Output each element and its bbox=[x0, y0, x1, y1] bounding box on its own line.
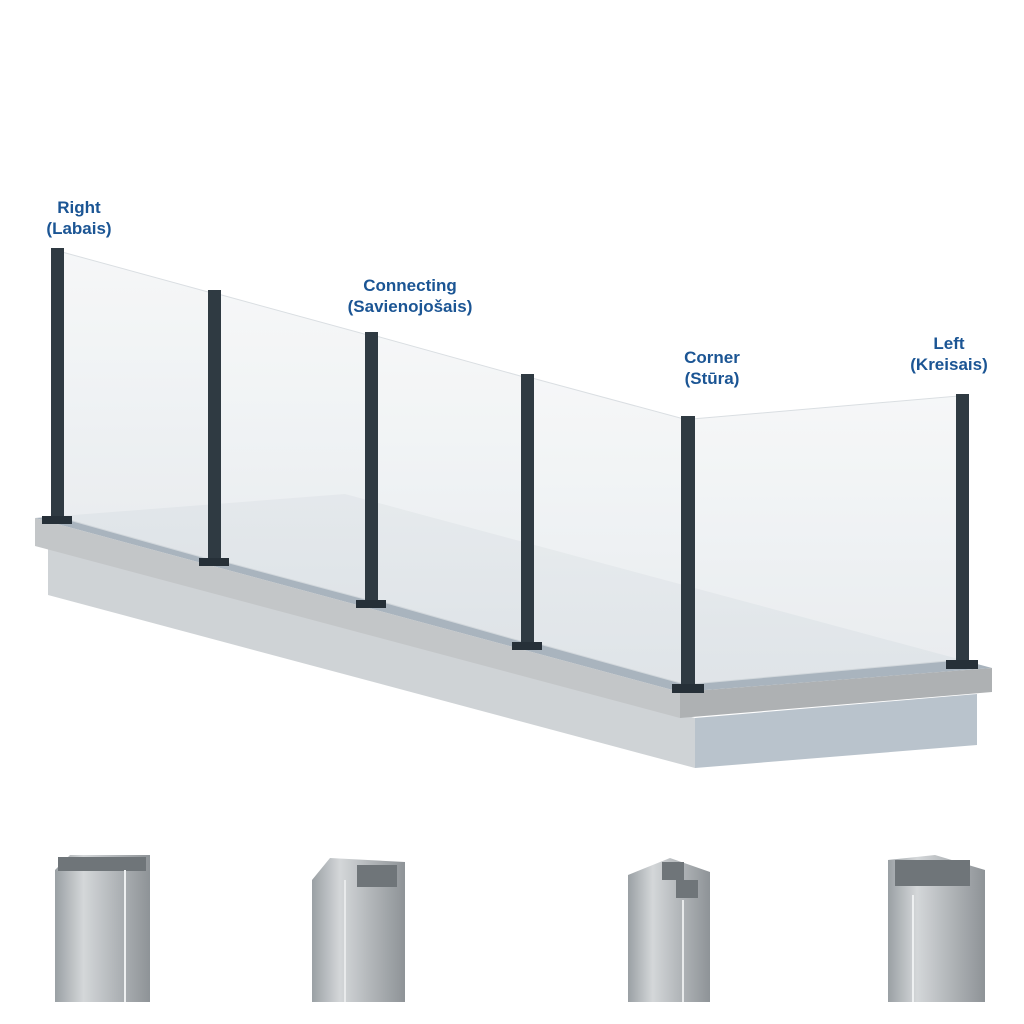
label-corner-translation: (Stūra) bbox=[684, 369, 740, 388]
label-left-name: Left bbox=[933, 334, 965, 353]
label-corner: Corner (Stūra) bbox=[684, 347, 740, 389]
label-corner-name: Corner bbox=[684, 348, 740, 367]
label-left-translation: (Kreisais) bbox=[910, 355, 988, 374]
glass-panels bbox=[61, 251, 959, 685]
label-connecting: Connecting (Savienojošais) bbox=[348, 275, 473, 317]
post-corner bbox=[672, 416, 704, 693]
label-connecting-translation: (Savienojošais) bbox=[347, 297, 473, 316]
profile-connecting bbox=[312, 858, 405, 1002]
post-right bbox=[42, 248, 72, 524]
profile-left bbox=[888, 855, 985, 1002]
post-connecting-2 bbox=[356, 332, 386, 608]
label-right-translation: (Labais) bbox=[46, 219, 112, 238]
profile-right bbox=[55, 855, 150, 1002]
label-right-name: Right bbox=[57, 198, 101, 217]
posts bbox=[42, 248, 978, 693]
label-connecting-name: Connecting bbox=[363, 276, 457, 295]
label-right: Right (Labais) bbox=[46, 197, 111, 239]
label-left: Left (Kreisais) bbox=[910, 333, 987, 375]
post-connecting-1 bbox=[199, 290, 229, 566]
profile-corner bbox=[628, 858, 710, 1002]
post-connecting-3 bbox=[512, 374, 542, 650]
post-left bbox=[946, 394, 978, 669]
